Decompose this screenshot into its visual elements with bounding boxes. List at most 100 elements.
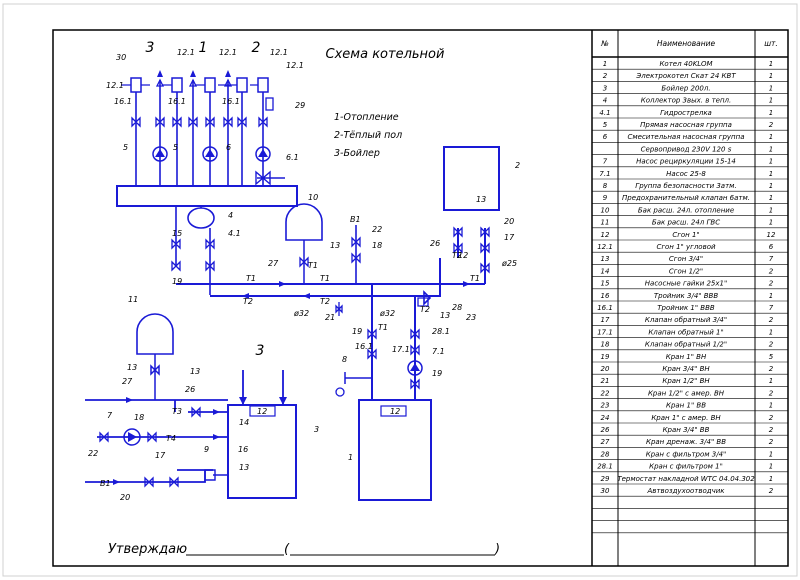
fitting-12-boiler (380, 405, 407, 417)
svg-text:1: 1 (348, 453, 353, 462)
thermostat-icon (265, 97, 274, 111)
table-cell-number: 30 (601, 487, 610, 495)
table-cell-name: Прямая насосная группа (640, 121, 732, 129)
table-cell-name: Насос рециркуляции 15-14 (636, 158, 736, 166)
pipe-label-t2-c: T2 (452, 251, 462, 260)
table-row: 8 Группа безопасности 3атм. 1 (603, 182, 773, 190)
table-cell-name: Кран 1" с амер. ВН (651, 414, 721, 422)
boiler-group-label-3: 3 (256, 343, 265, 359)
pipe-label-t1-e: T1 (378, 323, 388, 332)
svg-text:12.1: 12.1 (177, 48, 195, 57)
table-cell-name: Клапан обратный 3/4" (645, 316, 727, 324)
circulation-pump-icon (152, 146, 271, 162)
gas-boiler-1 (358, 399, 432, 501)
svg-text:12: 12 (257, 407, 267, 416)
table-cell-number: 16 (601, 292, 610, 300)
table-cell-name: Коллектор 3вых. в тепл. (641, 97, 731, 105)
table-cell-name: Кран с фильтром 1" (649, 463, 723, 471)
table-cell-qty: 1 (769, 182, 773, 190)
table-cell-number: 4 (603, 97, 607, 105)
table-cell-name: Клапан обратный 1" (648, 328, 723, 336)
table-header-number: № (600, 39, 609, 48)
table-cell-name: Смесительная насосная группа (627, 133, 744, 141)
table-cell-number: 3 (603, 84, 607, 92)
sheet-outer-border (2, 3, 798, 577)
svg-text:7: 7 (107, 411, 113, 420)
pipe-network (176, 203, 490, 400)
table-cell-name: Клапан обратный 1/2" (645, 341, 727, 349)
table-cell-number: 17.1 (597, 328, 613, 336)
table-cell-qty: 2 (769, 121, 774, 129)
component-labels: 1 2 3 4 4.1 5 5 6 6.1 7 7.1 8 9 10 11 12… (88, 48, 520, 502)
svg-text:20: 20 (120, 493, 130, 502)
table-cell-number: 16.1 (597, 304, 613, 312)
table-cell-number: 27 (601, 438, 610, 446)
table-cell-name: Тройник 3/4" ВВВ (654, 292, 718, 300)
table-cell-qty: 1 (769, 463, 773, 471)
svg-text:13: 13 (127, 363, 137, 372)
pipe-label-t2-b: T2 (320, 297, 330, 306)
table-header-name: Наименование (657, 39, 716, 48)
svg-text:27: 27 (122, 377, 133, 386)
table-cell-qty: 2 (769, 389, 774, 397)
collector-group (116, 70, 298, 295)
table-cell-name: Термостат накладной WTC 04.04.302 (617, 475, 755, 483)
table-cell-qty: 2 (769, 487, 774, 495)
svg-text:18: 18 (134, 413, 144, 422)
table-cell-name: Котел 40KLOM (659, 60, 712, 68)
table-cell-name: Группа безопасности 3атм. (635, 182, 736, 190)
svg-text:16: 16 (238, 445, 248, 454)
svg-text:16.1: 16.1 (355, 342, 373, 351)
svg-text:9: 9 (204, 445, 209, 454)
expansion-tank-11 (136, 313, 174, 355)
table-cell-name: Автвоздухоотводчик (646, 487, 725, 495)
svg-text:28: 28 (452, 303, 462, 312)
table-cell-number: 4.1 (599, 109, 610, 117)
table-cell-number: 6 (603, 133, 608, 141)
table-cell-qty: 2 (769, 316, 774, 324)
svg-text:16.1: 16.1 (222, 97, 240, 106)
svg-text:2: 2 (515, 161, 520, 170)
table-cell-number: 15 (601, 280, 610, 288)
table-cell-qty: 1 (769, 97, 773, 105)
table-cell-name: Бойлер 200л. (661, 84, 710, 92)
table-cell-name: Кран 1" ВВ (666, 402, 706, 410)
table-cell-number: 29 (601, 475, 610, 483)
svg-text:22: 22 (372, 225, 382, 234)
table-cell-name: Кран 1" ВН (666, 353, 707, 361)
table-cell-qty: 2 (769, 341, 774, 349)
table-cell-number: 22 (601, 389, 610, 397)
svg-text:13: 13 (190, 367, 200, 376)
svg-text:19: 19 (352, 327, 362, 336)
circuit-label-1: 1 (199, 40, 208, 56)
table-cell-qty: 1 (769, 377, 773, 385)
svg-text:19: 19 (432, 369, 442, 378)
table-cell-number: 23 (601, 402, 610, 410)
svg-text:17: 17 (504, 233, 515, 242)
table-cell-name: Предохранительный клапан 6атм. (622, 194, 750, 202)
table-row: 17.1 Клапан обратный 1" 1 (597, 328, 773, 336)
table-cell-number: 10 (601, 206, 610, 214)
pipe-label-b1-b: B1 (100, 479, 111, 488)
table-cell-number: 9 (603, 194, 608, 202)
table-cell-number: 8 (603, 182, 608, 190)
svg-text:18: 18 (372, 241, 382, 250)
svg-text:26: 26 (185, 385, 195, 394)
svg-text:19: 19 (172, 277, 182, 286)
svg-text:13: 13 (476, 195, 486, 204)
table-cell-qty: 1 (769, 328, 773, 336)
pipe-label-t4: T4 (166, 434, 176, 443)
